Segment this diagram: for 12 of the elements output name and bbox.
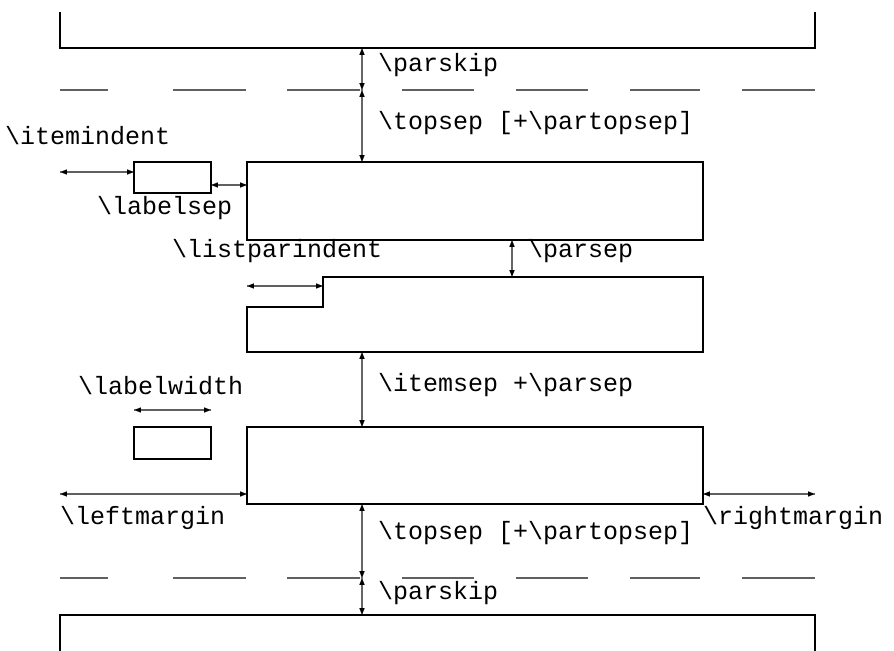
dimension-label: \topsep [+\partopsep] bbox=[378, 110, 694, 136]
dimension-label: \parskip bbox=[378, 52, 498, 78]
dimension-label: \listparindent bbox=[172, 238, 382, 264]
dimension-label: \leftmargin bbox=[60, 505, 226, 531]
dimension-label: \parsep bbox=[528, 238, 634, 264]
dimension-label: \parskip bbox=[378, 580, 498, 606]
dimension-label: \topsep [+\partopsep] bbox=[378, 520, 694, 546]
dimension-label: \itemsep +\parsep bbox=[378, 372, 634, 398]
dimension-label: \labelwidth bbox=[78, 375, 244, 401]
dimension-label: \itemindent bbox=[5, 125, 170, 151]
dimension-label: \labelsep bbox=[97, 195, 232, 221]
dimension-label: \rightmargin bbox=[703, 505, 884, 531]
